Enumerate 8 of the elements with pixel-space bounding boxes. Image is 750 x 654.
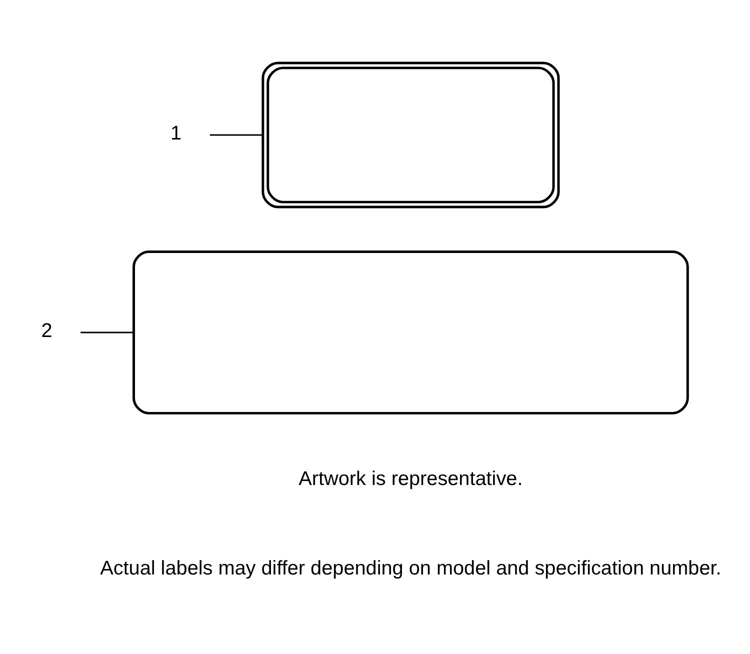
node-text: 2 [41, 320, 52, 342]
connector [80, 331, 134, 333]
node-box [132, 250, 689, 414]
label: Artwork is representative. [298, 467, 523, 490]
connector [210, 134, 263, 136]
node-box [262, 61, 560, 208]
node-text: 1 [170, 122, 182, 144]
label: Actual labels may differ depending on model and specification number. [100, 556, 722, 579]
